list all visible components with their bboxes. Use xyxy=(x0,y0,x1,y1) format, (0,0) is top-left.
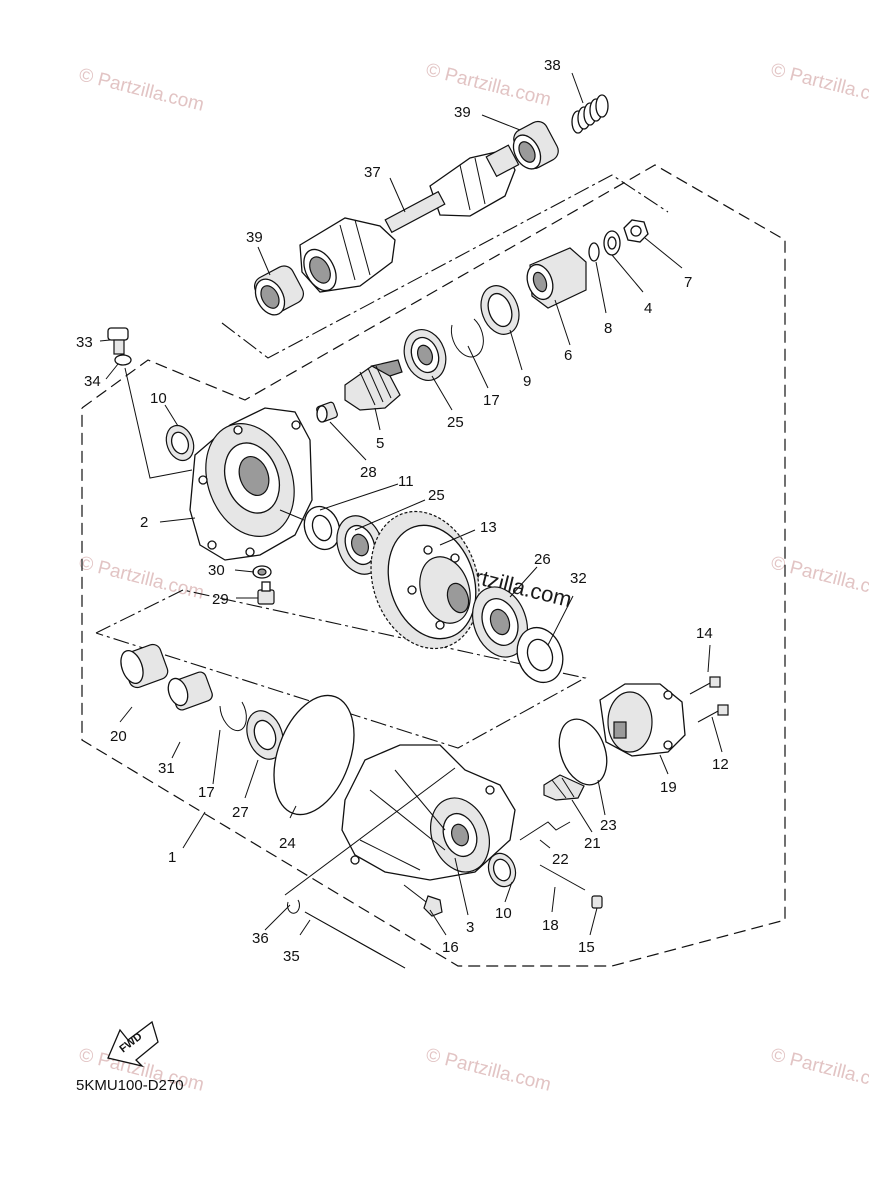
parts: FWD xyxy=(107,94,729,1068)
drawing-code: 5KMU100-D270 xyxy=(76,1077,184,1094)
circlip-lower-part xyxy=(219,701,247,732)
callout-35: 35 xyxy=(283,948,300,965)
callout-14: 14 xyxy=(696,625,713,642)
callout-25: 25 xyxy=(428,487,445,504)
clip-part xyxy=(287,899,300,914)
callout-11: 11 xyxy=(398,473,414,490)
bearing-part xyxy=(403,329,447,381)
motor-housing-part xyxy=(599,683,686,757)
nut-part xyxy=(623,219,649,243)
spring-part xyxy=(571,94,609,134)
callout-29: 29 xyxy=(212,591,229,608)
ring-gear-part xyxy=(370,510,480,650)
callout-28: 28 xyxy=(360,464,377,481)
bearing-right-part xyxy=(472,586,528,658)
needle-bearing-part xyxy=(316,401,338,423)
watermark: © Partzilla.com xyxy=(769,552,869,603)
watermark: © Partzilla.com xyxy=(77,552,206,603)
bearing-lower-part xyxy=(253,265,305,316)
wire-spring-part xyxy=(519,821,571,841)
callout-5: 5 xyxy=(376,435,384,452)
o-ring-part xyxy=(588,242,600,262)
shim-right-part xyxy=(516,626,564,684)
oil-seal-lower-part xyxy=(246,710,284,760)
callout-9: 9 xyxy=(523,373,531,390)
watermark: © Partzilla.com xyxy=(769,1044,869,1095)
washer-part xyxy=(603,230,621,256)
callout-26: 26 xyxy=(534,551,551,568)
drain-bolt-part xyxy=(257,581,275,605)
bolt-14-part xyxy=(689,676,721,695)
oil-seal-right-part xyxy=(487,852,517,888)
callout-36: 36 xyxy=(252,930,269,947)
leader-lines xyxy=(99,72,723,936)
callout-32: 32 xyxy=(570,570,587,587)
callout-24: 24 xyxy=(279,835,296,852)
coupling-part xyxy=(167,671,213,711)
callout-6: 6 xyxy=(564,347,572,364)
callout-2: 2 xyxy=(140,514,148,531)
callout-3: 3 xyxy=(466,919,474,936)
assembly-outlines xyxy=(81,164,786,967)
breather-bolt-part xyxy=(107,327,132,366)
callout-38: 38 xyxy=(544,57,561,74)
bearing-upper-part xyxy=(512,120,559,170)
callout-17: 17 xyxy=(483,392,500,409)
watermark: © Partzilla.com xyxy=(424,1044,553,1095)
watermark: © Partzilla.com xyxy=(424,59,553,110)
callout-39: 39 xyxy=(246,229,263,246)
pad-part xyxy=(543,774,585,801)
drive-shaft-part xyxy=(299,144,520,293)
oil-seal-part xyxy=(480,285,520,335)
callout-19: 19 xyxy=(660,779,677,796)
case-cover-part xyxy=(189,407,313,561)
callout-18: 18 xyxy=(542,917,559,934)
callout-37: 37 xyxy=(364,164,381,181)
callouts: 38 39 37 39 7 4 8 6 9 17 25 5 28 33 34 1… xyxy=(76,57,729,965)
watermark: © Partzilla.com xyxy=(77,64,206,115)
callout-33: 33 xyxy=(76,334,93,351)
oil-seal-left-part xyxy=(165,424,195,462)
watermark: © Partzilla.com xyxy=(769,59,869,110)
callout-7: 7 xyxy=(684,274,692,291)
callout-15: 15 xyxy=(578,939,595,956)
callout-21: 21 xyxy=(584,835,601,852)
callout-22: 22 xyxy=(552,851,569,868)
dowel-rod-part xyxy=(304,911,406,969)
callout-17: 17 xyxy=(198,784,215,801)
callout-10: 10 xyxy=(150,390,167,407)
callout-10: 10 xyxy=(495,905,512,922)
callout-12: 12 xyxy=(712,756,729,773)
case-bolt-part xyxy=(403,884,443,917)
shift-rod-part xyxy=(539,864,586,891)
callout-30: 30 xyxy=(208,562,225,579)
callout-34: 34 xyxy=(84,373,101,390)
callout-31: 31 xyxy=(158,760,175,777)
pinion-gear-part xyxy=(344,359,403,411)
callout-25: 25 xyxy=(447,414,464,431)
collar-part xyxy=(120,643,169,689)
callout-23: 23 xyxy=(600,817,617,834)
callout-4: 4 xyxy=(644,300,652,317)
callout-39: 39 xyxy=(454,104,471,121)
fwd-arrow: FWD xyxy=(107,1020,159,1068)
callout-13: 13 xyxy=(480,519,497,536)
callout-20: 20 xyxy=(110,728,127,745)
gasket-part xyxy=(558,718,608,786)
circlip-part xyxy=(450,318,484,358)
drain-washer-part xyxy=(252,565,272,579)
callout-8: 8 xyxy=(604,320,612,337)
callout-1: 1 xyxy=(168,849,176,866)
callout-16: 16 xyxy=(442,939,459,956)
coupling-gear-part xyxy=(526,247,587,309)
gear-case-part xyxy=(341,744,516,881)
callout-27: 27 xyxy=(232,804,249,821)
set-screw-part xyxy=(591,895,603,909)
shim-part xyxy=(303,505,341,551)
bolt-12-part xyxy=(697,704,729,723)
